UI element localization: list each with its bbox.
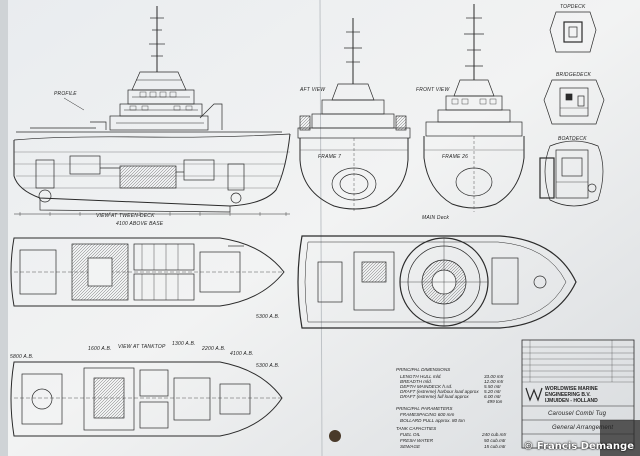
spec-label: SEWAGE [400, 444, 421, 449]
label-tween-deck-base: 4100 ABOVE BASE [116, 221, 164, 227]
aft-view [297, 18, 411, 212]
company-name: WORLDWISE MARINE ENGINEERING B.V. IJMUID… [545, 386, 598, 404]
spec-label: BREADTH mld. [400, 379, 432, 384]
label-boatdeck: BOATDECK [558, 136, 587, 142]
title-block [521, 339, 635, 449]
label-5300-lower: 5300 A.B. [256, 363, 280, 369]
spec-value: 5.20 mtr [484, 389, 501, 394]
company-line3: IJMUIDEN - HOLLAND [545, 398, 598, 404]
main-deck-plan [297, 235, 577, 329]
label-profile: PROFILE [54, 91, 77, 97]
tank-capacities-title: TANK CAPACITIES [396, 426, 437, 431]
bridgedeck-plan [543, 79, 605, 125]
label-4100: 4100 A.B. [230, 351, 254, 357]
spec-label: DRAFT (extreme) harbour load approx [400, 389, 479, 394]
label-tanktop: VIEW AT TANKTOP [118, 344, 166, 350]
label-1600: 1600 A.B. [88, 346, 112, 352]
spec-value: 15 cub.mtr [484, 444, 506, 449]
project-name: Carousel Combi Tug [548, 411, 607, 417]
sticker [329, 430, 341, 442]
spec-value: 6.00 mtr [484, 394, 501, 399]
spec-label: DEPTH MAINDECK h.sd. [400, 384, 453, 389]
label-bridgedeck: BRIDGEDECK [556, 72, 592, 78]
spec-label: BOLLARD PULL approx. 80 ton [400, 418, 465, 423]
topdeck-plan [549, 11, 597, 53]
paper-fold [319, 0, 323, 456]
spec-value: 33.00 mtr [484, 374, 504, 379]
spec-value: 5.50 mtr [484, 384, 501, 389]
label-main-deck: MAIN Deck [422, 215, 450, 221]
boatdeck-plan [539, 140, 604, 207]
company-line2: ENGINEERING B.V. [545, 392, 591, 398]
spec-label: FUEL OIL [400, 432, 421, 437]
spec-value: 499 ton [487, 399, 503, 404]
label-frame-26: FRAME 26 [442, 154, 469, 160]
label-1300: 1300 A.B. [172, 341, 196, 347]
company-line1: WORLDWISE MARINE [545, 386, 598, 392]
profile-view [13, 6, 291, 216]
label-frame-7: FRAME 7 [318, 154, 342, 160]
label-topdeck: TOPDECK [560, 4, 586, 10]
spec-label: FRAMESPACING 600 mm [400, 412, 455, 417]
label-aft-view: AFT VIEW [300, 87, 326, 93]
label-5300-upper: 5300 A.B. [256, 314, 280, 320]
company-logo [525, 387, 543, 402]
spec-value: 240 cub.mtr [482, 432, 507, 437]
spec-label: DRAFT (extreme) full load approx [400, 394, 469, 399]
tanktop-plan [10, 361, 283, 437]
label-front-view: FRONT VIEW [416, 87, 450, 93]
principal-parameters-title: PRINCIPAL PARAMETERS [396, 406, 453, 411]
spec-label: LENGTH HULL mld. [400, 374, 442, 379]
spec-value: 12.00 mtr [484, 379, 504, 384]
tween-deck-plan [10, 237, 285, 307]
photo-credit: © Francis Demange [523, 441, 634, 452]
drawing-title: General Arrangement [552, 425, 614, 431]
principal-dimensions-title: PRINCIPAL DIMENSIONS [396, 367, 451, 372]
label-5800: 5800 A.B. [10, 354, 34, 360]
label-2200: 2200 A.B. [202, 346, 226, 352]
spec-value: 50 cub.mtr [484, 438, 506, 443]
spec-label: FRESH WATER [400, 438, 434, 443]
front-view [423, 4, 525, 212]
label-tween-deck: VIEW AT TWEEN-DECK [96, 213, 155, 219]
